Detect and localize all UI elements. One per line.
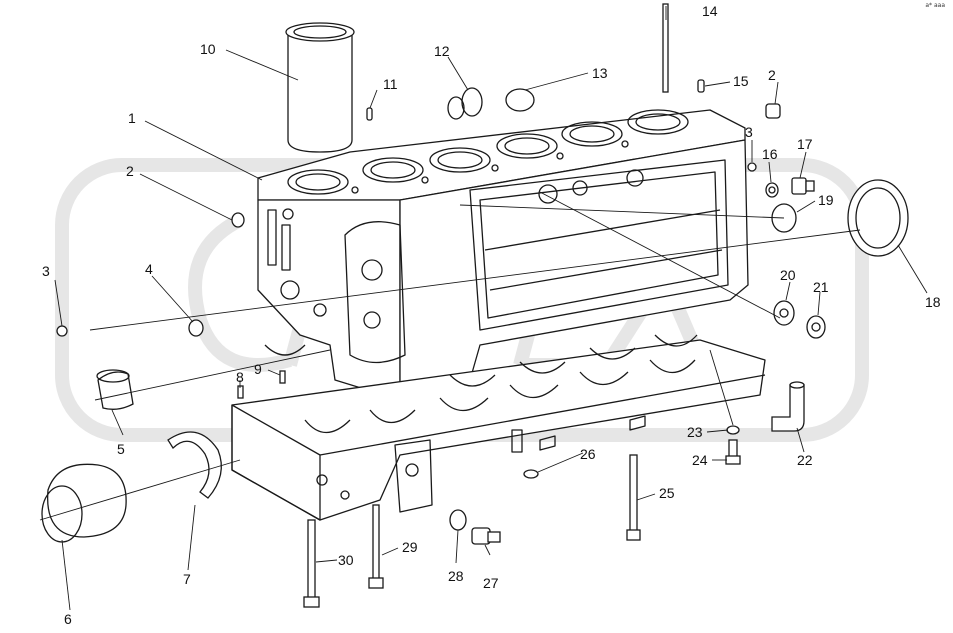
callout-3-right: 3 (745, 124, 753, 140)
callout-27: 27 (483, 575, 499, 591)
callout-25: 25 (659, 485, 675, 501)
bolt-29 (368, 504, 384, 589)
bedplate (231, 334, 766, 521)
callout-22: 22 (797, 452, 813, 468)
dowel-pin (366, 107, 373, 121)
callout-14: 14 (702, 3, 718, 19)
seal-21 (806, 315, 826, 339)
callout-labels: 1 2 2 3 3 4 5 6 7 8 9 10 11 12 13 14 15 … (42, 3, 941, 627)
callout-26: 26 (580, 446, 596, 462)
bolt-25 (626, 454, 641, 541)
callout-12: 12 (434, 43, 450, 59)
callout-16: 16 (762, 146, 778, 162)
expansion-plug (505, 88, 535, 112)
ring-right (747, 162, 757, 172)
washer-23 (726, 425, 740, 435)
loose-parts (41, 3, 909, 608)
bolt-24 (725, 439, 741, 465)
callout-7: 7 (183, 571, 191, 587)
leader-lines (39, 6, 928, 611)
callout-23: 23 (687, 424, 703, 440)
plug-27 (471, 527, 501, 545)
callout-4: 4 (145, 261, 153, 277)
bearing-shell-5 (96, 369, 134, 410)
cup-plug (461, 87, 483, 117)
plug-top-right (765, 103, 781, 119)
callout-18: 18 (925, 294, 941, 310)
long-stud (662, 3, 669, 93)
callout-3-left: 3 (42, 263, 50, 279)
callout-1: 1 (128, 110, 136, 126)
callout-2-left: 2 (126, 163, 134, 179)
dowel-9 (279, 370, 286, 384)
callout-28: 28 (448, 568, 464, 584)
callout-21: 21 (813, 279, 829, 295)
callout-13: 13 (592, 65, 608, 81)
plug-4 (188, 319, 204, 337)
callout-9: 9 (254, 361, 262, 377)
bushing-6 (41, 463, 127, 543)
drain-plug-17 (791, 177, 815, 195)
washer-26 (523, 469, 539, 479)
callout-19: 19 (818, 192, 834, 208)
rear-oil-seal (847, 179, 909, 257)
callout-15: 15 (733, 73, 749, 89)
callout-24: 24 (692, 452, 708, 468)
callout-8: 8 (236, 369, 244, 385)
callout-11: 11 (383, 76, 398, 92)
plug-left (231, 212, 245, 228)
oil-elbow (771, 384, 805, 432)
dowel-8 (237, 385, 244, 399)
callout-30: 30 (338, 552, 354, 568)
callout-10: 10 (200, 41, 216, 57)
ring-28 (449, 509, 467, 531)
corner-code: a* aaa (925, 2, 945, 9)
callout-6: 6 (64, 611, 72, 627)
callout-5: 5 (117, 441, 125, 457)
thrust-washer-7 (167, 431, 222, 499)
engine-block (257, 109, 749, 401)
small-pin (697, 79, 705, 93)
seal-20 (773, 300, 795, 326)
bolt-30 (303, 519, 320, 608)
callout-29: 29 (402, 539, 418, 555)
cylinder-liner (285, 22, 355, 153)
callout-2-right: 2 (768, 67, 776, 83)
washer-16 (765, 182, 779, 198)
callout-20: 20 (780, 267, 796, 283)
callout-17: 17 (797, 136, 813, 152)
ring-left (56, 325, 68, 337)
